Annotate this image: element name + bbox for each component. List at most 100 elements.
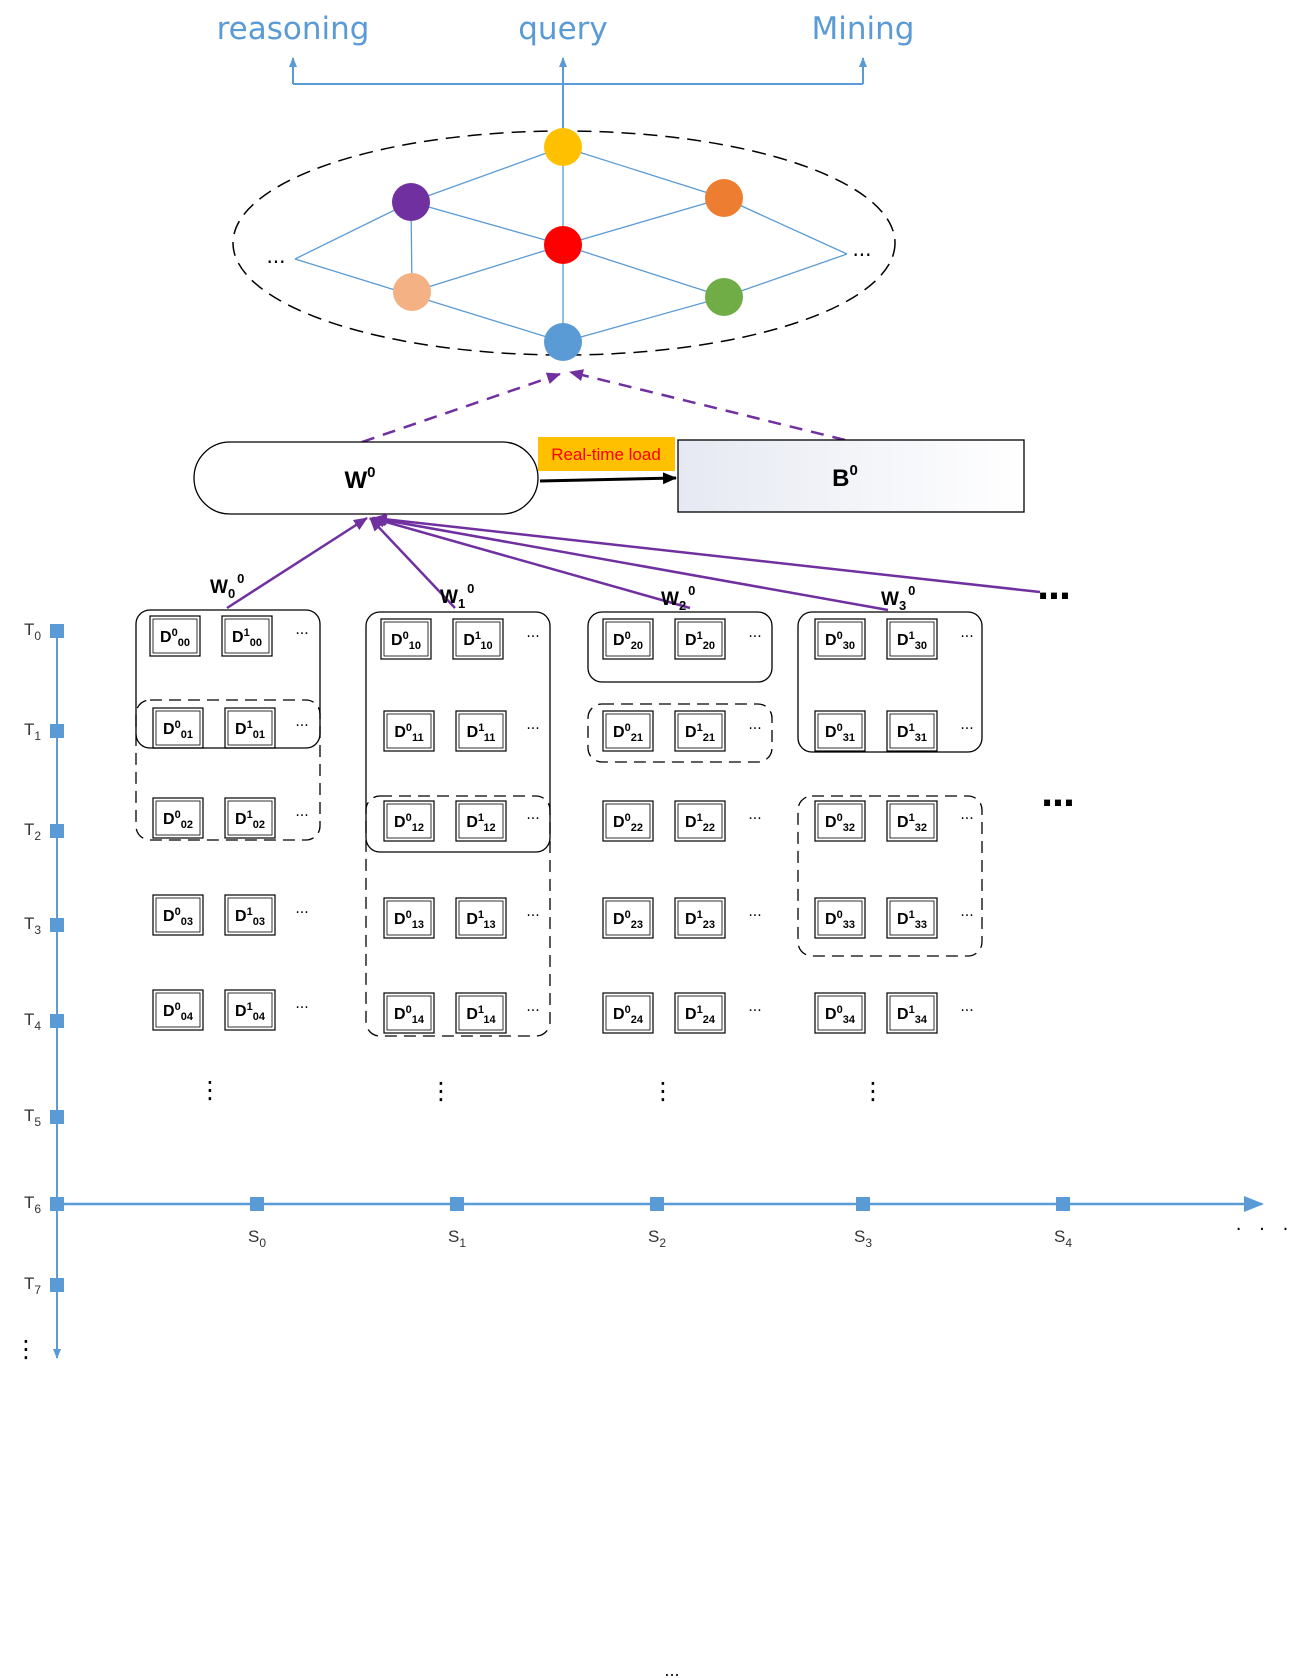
time-label-2: T2 [24, 820, 41, 843]
data-cell-d0-32: D032 [814, 800, 866, 842]
graph-node-purple [392, 183, 430, 221]
data-cell-d1-21: D121 [674, 710, 726, 752]
cell-row-ellipsis: ... [526, 807, 539, 823]
data-cell-d0-13: D013 [383, 897, 435, 939]
output-branches [289, 57, 867, 140]
stream-label-2: S2 [648, 1227, 666, 1250]
svg-text:D012: D012 [394, 812, 424, 834]
cell-row-ellipsis: ... [748, 717, 761, 733]
cell-row-ellipsis: ... [960, 807, 973, 823]
time-tick-2 [50, 824, 64, 838]
cell-row-ellipsis: ... [295, 996, 308, 1012]
svg-text:D121: D121 [685, 722, 715, 744]
svg-text:D112: D112 [466, 812, 495, 834]
data-cell-d1-12: D112 [455, 800, 507, 842]
stream-tick-3 [856, 1197, 870, 1211]
time-label-4: T4 [24, 1010, 41, 1033]
time-label-7: T7 [24, 1274, 41, 1297]
data-cell-d0-12: D012 [383, 800, 435, 842]
output-label-reasoning: reasoning [217, 11, 370, 47]
subwindow-label-w1: W10 [440, 581, 474, 611]
time-tick-7 [50, 1278, 64, 1292]
svg-text:B0: B0 [832, 462, 858, 492]
window-w0: W0 [193, 441, 539, 515]
svg-text:D101: D101 [235, 719, 265, 741]
data-cell-d1-10: D110 [452, 618, 504, 660]
svg-text:D111: D111 [467, 722, 496, 744]
data-cell-d0-00: D000 [149, 615, 201, 657]
data-cell-d1-33: D133 [886, 897, 938, 939]
svg-text:D124: D124 [685, 1004, 716, 1026]
time-label-0: T0 [24, 620, 41, 643]
svg-text:D004: D004 [163, 1001, 194, 1023]
cell-row-ellipsis: ... [526, 625, 539, 641]
svg-text:D104: D104 [235, 1001, 266, 1023]
graph-node-yellow [544, 128, 582, 166]
window-group-outlines [135, 609, 983, 853]
svg-text:D032: D032 [825, 812, 855, 834]
realtime-load: Real-time load [538, 437, 677, 485]
cell-row-ellipsis: ... [748, 625, 761, 641]
output-label-mining: Mining [812, 11, 915, 47]
stream-tick-0 [250, 1197, 264, 1211]
svg-text:D002: D002 [163, 809, 193, 831]
svg-text:D122: D122 [685, 812, 715, 834]
svg-text:⋮: ⋮ [429, 1077, 453, 1105]
more-streams-ellipsis: ... [1037, 568, 1070, 608]
data-cell-d0-24: D024 [602, 992, 654, 1034]
cell-row-ellipsis: ... [526, 717, 539, 733]
data-cell-d0-03: D003 [152, 894, 204, 936]
time-label-5: T5 [24, 1106, 41, 1129]
svg-text:D021: D021 [613, 722, 643, 744]
graph-node-green [705, 278, 743, 316]
data-cell-d1-11: D111 [455, 710, 507, 752]
time-tick-5 [50, 1110, 64, 1124]
data-cell-d0-04: D004 [152, 989, 204, 1031]
data-cell-d1-23: D123 [674, 897, 726, 939]
data-cell-d0-33: D033 [814, 897, 866, 939]
svg-text:D103: D103 [235, 906, 265, 928]
stream-tick-4 [1056, 1197, 1070, 1211]
cell-row-ellipsis: ... [295, 804, 308, 820]
y-axis-ellipsis: ⋮ [14, 1335, 38, 1363]
svg-text:D022: D022 [613, 812, 643, 834]
cell-row-ellipsis: ... [960, 904, 973, 920]
subwindow-label-w0: W00 [210, 571, 244, 601]
data-cell-d1-13: D113 [455, 897, 507, 939]
cell-row-ellipsis: ... [960, 625, 973, 641]
graph-left-ellipsis: ... [266, 244, 285, 268]
cell-row-ellipsis: ... [748, 999, 761, 1015]
svg-text:D024: D024 [613, 1004, 644, 1026]
svg-text:D132: D132 [897, 812, 927, 834]
graph-node-blue [544, 323, 582, 361]
svg-text:D013: D013 [394, 909, 424, 931]
time-tick-3 [50, 918, 64, 932]
svg-text:D134: D134 [897, 1004, 928, 1026]
svg-text:W0: W0 [345, 464, 376, 494]
data-cell-d1-14: D114 [455, 992, 507, 1034]
data-cell-d1-22: D122 [674, 800, 726, 842]
svg-text:⋮: ⋮ [198, 1076, 222, 1104]
data-cell-d1-20: D120 [674, 618, 726, 660]
graph-edges [294, 146, 848, 343]
graph-node-red [544, 226, 582, 264]
svg-text:D114: D114 [466, 1004, 496, 1026]
data-cell-d0-14: D014 [383, 992, 435, 1034]
data-cell-d0-01: D001 [152, 707, 204, 749]
svg-text:D033: D033 [825, 909, 855, 931]
svg-text:D010: D010 [391, 630, 421, 652]
stream-label-4: S4 [1054, 1227, 1072, 1250]
data-cell-d0-20: D020 [602, 618, 654, 660]
cell-row-ellipsis: ... [295, 622, 308, 638]
svg-text:D000: D000 [160, 627, 190, 649]
stream-label-3: S3 [854, 1227, 872, 1250]
svg-text:D003: D003 [163, 906, 193, 928]
svg-text:D100: D100 [232, 627, 262, 649]
svg-text:Real-time load: Real-time load [551, 445, 661, 464]
data-cell-d1-03: D103 [224, 894, 276, 936]
time-tick-4 [50, 1014, 64, 1028]
data-cell-d1-34: D134 [886, 992, 938, 1034]
data-cell-d0-23: D023 [602, 897, 654, 939]
